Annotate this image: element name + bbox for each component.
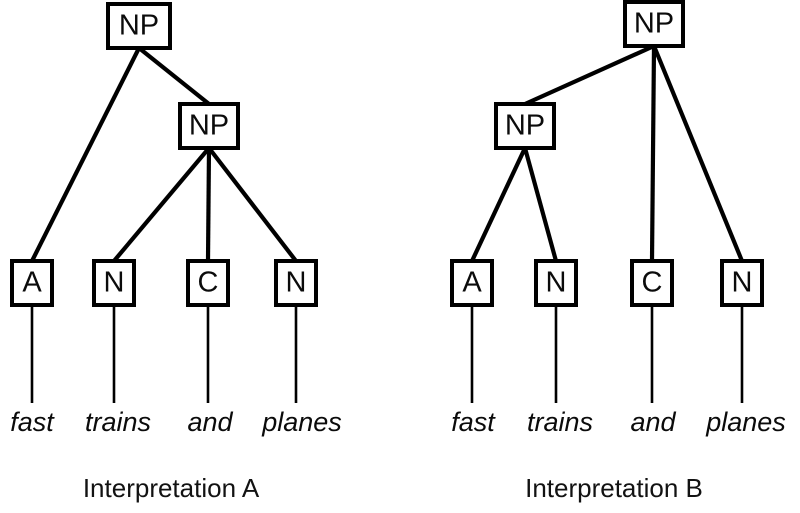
- branch-a-root-to-a-leaf-1: [30, 47, 141, 262]
- word-label-trains: trains: [527, 407, 593, 437]
- node-a-leaf-4[interactable]: N: [274, 259, 318, 307]
- node-b-leaf-2[interactable]: N: [534, 259, 578, 307]
- terminal-stems: [470, 305, 744, 403]
- node-label: N: [286, 267, 307, 299]
- node-a-np2[interactable]: NP: [178, 102, 240, 150]
- branch-a-root-to-a-np2: [137, 46, 211, 106]
- node-box: [186, 259, 230, 307]
- node-box: [623, 0, 685, 48]
- node-b-leaf-3[interactable]: C: [630, 259, 674, 307]
- branch-b-root-to-b-leaf-4: [652, 45, 744, 262]
- node-a-leaf-1[interactable]: A: [10, 259, 54, 307]
- node-box: [10, 259, 54, 307]
- node-label: NP: [119, 10, 159, 42]
- node-label: N: [546, 267, 567, 299]
- tree-caption: Interpretation A: [83, 473, 260, 503]
- node-label: A: [462, 267, 482, 299]
- branch-b-root-to-b-np2: [524, 44, 655, 106]
- word-label-trains: trains: [85, 407, 151, 437]
- terminal-words: fast trains and planes: [451, 407, 786, 437]
- node-label: NP: [634, 8, 674, 40]
- node-box: [106, 2, 172, 50]
- node-box: [274, 259, 318, 307]
- node-box: [720, 259, 764, 307]
- node-label: N: [732, 267, 753, 299]
- branch-b-np2-to-b-leaf-2: [522, 147, 559, 262]
- branch-a-np2-to-a-leaf-4: [207, 146, 298, 263]
- node-label: NP: [505, 110, 545, 142]
- node-box: [494, 102, 556, 150]
- node-b-leaf-4[interactable]: N: [720, 259, 764, 307]
- branch-a-np2-to-a-leaf-2: [112, 146, 211, 263]
- node-a-leaf-3[interactable]: C: [186, 259, 230, 307]
- tree-edges: [30, 46, 298, 263]
- node-label: A: [22, 267, 42, 299]
- word-label-fast: fast: [10, 407, 55, 437]
- node-a-root[interactable]: NP: [106, 2, 172, 50]
- node-box: [92, 259, 136, 307]
- tree-nodes: NP NP A N C N: [10, 2, 318, 307]
- node-box: [178, 102, 240, 150]
- node-box: [534, 259, 578, 307]
- node-label: C: [198, 267, 219, 299]
- terminal-stems: [30, 305, 298, 403]
- word-label-and: and: [187, 407, 233, 437]
- node-label: NP: [189, 110, 229, 142]
- node-b-np2[interactable]: NP: [494, 102, 556, 150]
- terminal-words: fast trains and planes: [10, 407, 342, 437]
- word-label-planes: planes: [705, 407, 786, 437]
- tree-edges: [470, 44, 744, 262]
- branch-b-root-to-b-leaf-3: [649, 45, 657, 262]
- node-box: [450, 259, 494, 307]
- tree-caption: Interpretation B: [525, 473, 703, 503]
- node-label: C: [642, 267, 663, 299]
- node-a-leaf-2[interactable]: N: [92, 259, 136, 307]
- node-label: N: [104, 267, 125, 299]
- node-b-root[interactable]: NP: [623, 0, 685, 48]
- branch-b-np2-to-b-leaf-1: [470, 147, 527, 262]
- node-b-leaf-1[interactable]: A: [450, 259, 494, 307]
- word-label-planes: planes: [261, 407, 342, 437]
- node-box: [630, 259, 674, 307]
- word-label-fast: fast: [451, 407, 496, 437]
- branch-a-np2-to-a-leaf-3: [205, 147, 212, 262]
- tree-nodes: NP NP A N C N: [450, 0, 764, 307]
- word-label-and: and: [630, 407, 676, 437]
